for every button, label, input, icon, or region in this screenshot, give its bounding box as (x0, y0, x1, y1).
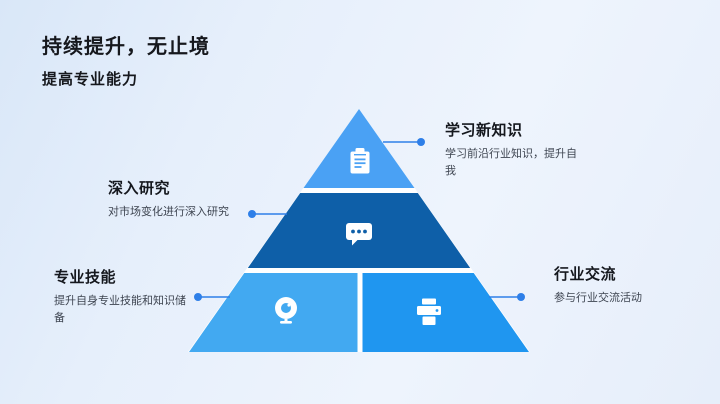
connector-dot-left (248, 210, 256, 218)
pyramid-bottom-left-segment (189, 273, 358, 352)
pyramid-bottom-right-segment (362, 273, 529, 352)
callout-desc: 学习前沿行业知识，提升自我 (445, 148, 577, 177)
page-subtitle: 提高专业能力 (42, 71, 139, 88)
callout-title: 专业技能 (54, 269, 117, 286)
callout-professional-skills: 专业技能 提升自身专业技能和知识储备 (54, 266, 192, 327)
callout-desc: 提升自身专业技能和知识储备 (54, 295, 186, 324)
callout-deep-research: 深入研究 对市场变化进行深入研究 (108, 177, 278, 221)
connector-dot-bottom-left (194, 293, 202, 301)
page-title: 持续提升，无止境 (42, 36, 210, 58)
printer-icon (417, 298, 441, 325)
callout-desc: 对市场变化进行深入研究 (108, 206, 229, 218)
connector-dot-top-right (417, 138, 425, 146)
chat-dots-icon (346, 223, 372, 246)
webcam-icon (275, 297, 297, 324)
callout-title: 深入研究 (108, 180, 171, 197)
connector-dot-bottom-right (517, 293, 525, 301)
callout-title: 学习新知识 (445, 122, 523, 139)
callout-desc: 参与行业交流活动 (554, 292, 642, 304)
clipboard-icon (350, 148, 370, 174)
callout-industry-exchange: 行业交流 参与行业交流活动 (554, 263, 674, 307)
callout-learn-new-knowledge: 学习新知识 学习前沿行业知识，提升自我 (445, 119, 583, 180)
callout-title: 行业交流 (554, 266, 617, 283)
